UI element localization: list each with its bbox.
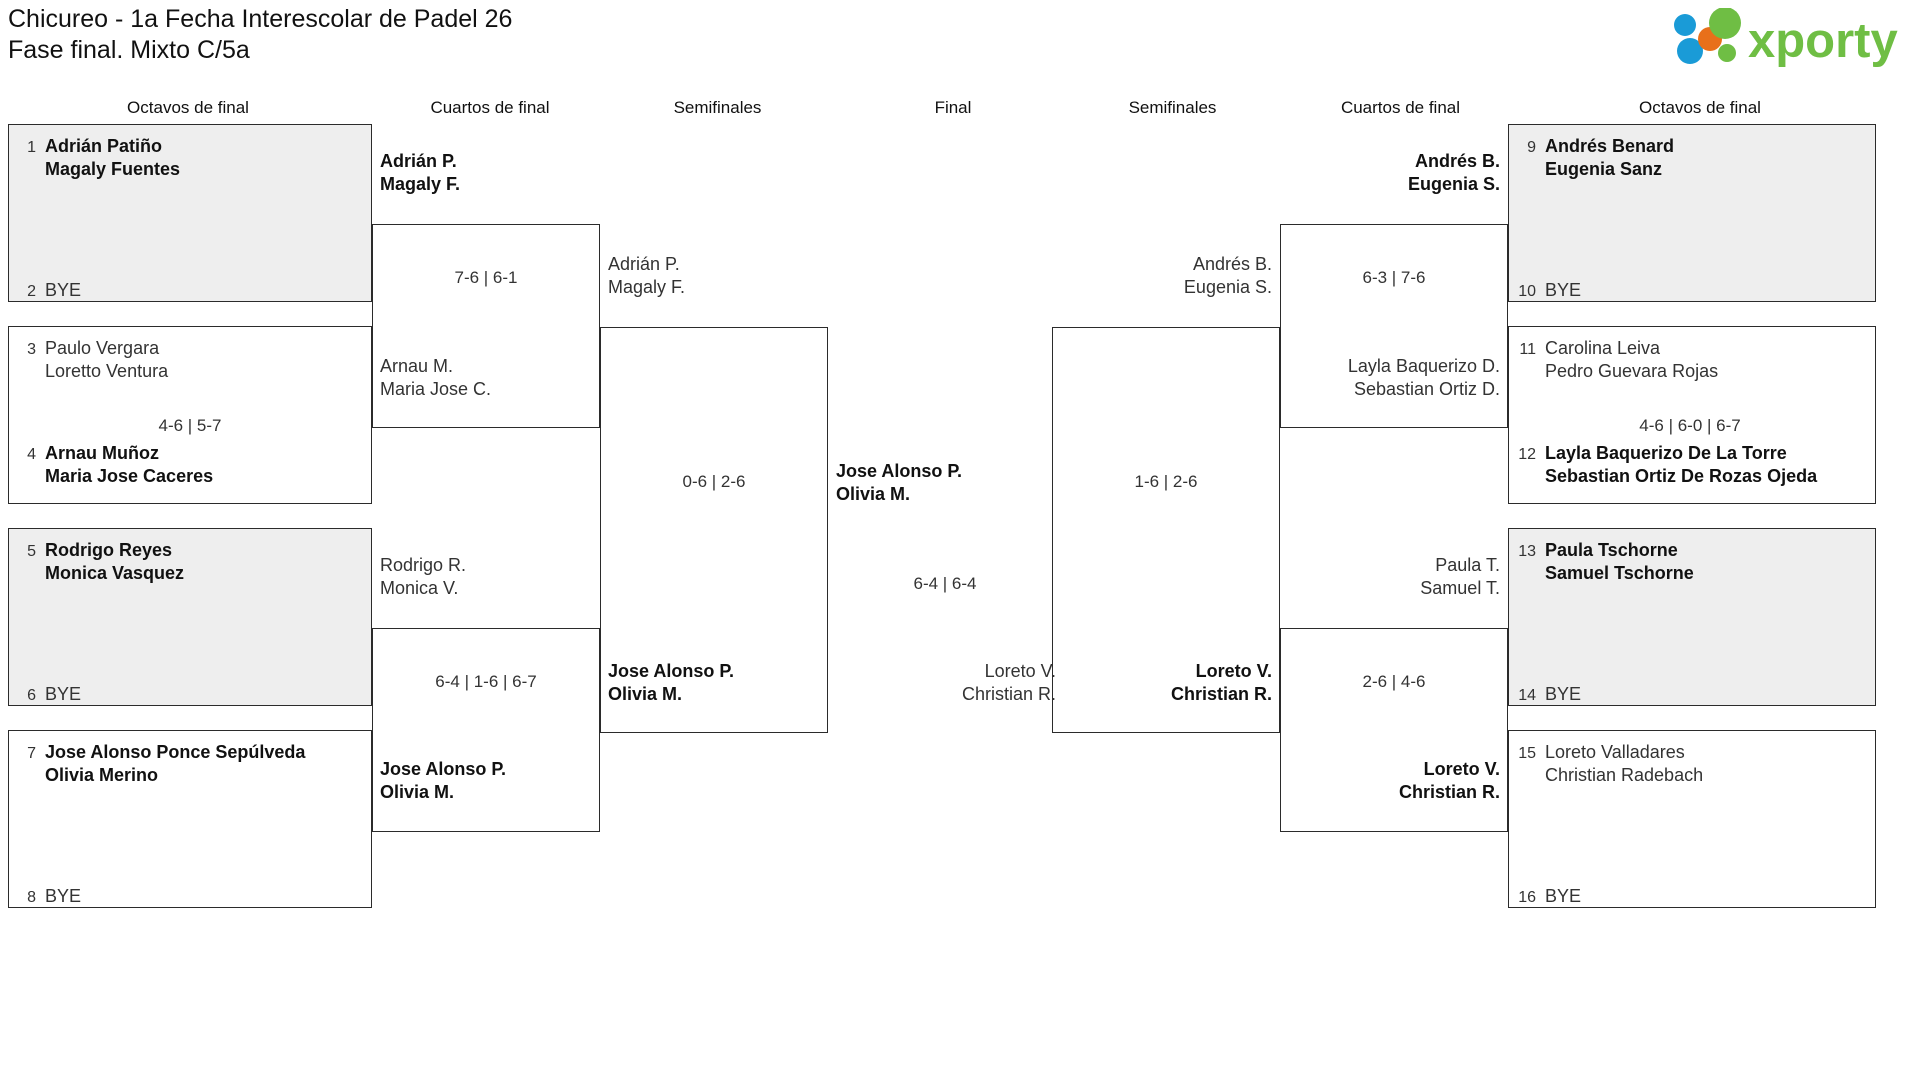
competitor-names: Jose Alonso Ponce Sepúlveda Olivia Merin… [45,742,306,785]
qf-left-team-4[interactable]: Jose Alonso P. Olivia M. [380,759,507,802]
score-right-sf: 1-6 | 2-6 [1134,472,1198,491]
match-box-left-r16-3[interactable] [8,528,372,706]
final-team-1[interactable]: Jose Alonso P. Olivia M. [836,461,963,504]
competitor-names: BYE [1545,280,1582,300]
competitor-right-11[interactable]: 11 Carolina Leiva Pedro Guevara Rojas [1514,337,1870,383]
score-final: 6-4 | 6-4 [913,574,977,593]
competitor-left-4[interactable]: 4 Arnau Muñoz Maria Jose Caceres [14,442,366,488]
seed-number: 4 [27,446,36,463]
final-team-2[interactable]: Loreto V. Christian R. [961,661,1056,704]
competitor-right-16[interactable]: 16 BYE [1514,885,1870,909]
competitor-names: BYE [45,886,82,906]
sf-right-team-1[interactable]: Andrés B. Eugenia S. [1183,254,1272,297]
seed-number: 9 [1527,139,1536,156]
qf-right-team-1[interactable]: Andrés B. Eugenia S. [1407,151,1500,194]
match-box-right-qf-2[interactable] [1280,628,1508,832]
sf-right-team-2[interactable]: Loreto V. Christian R. [1170,661,1272,704]
competitor-left-1[interactable]: 1 Adrián Patiño Magaly Fuentes [14,135,366,181]
qf-right-team-2[interactable]: Layla Baquerizo D. Sebastian Ortiz D. [1347,356,1500,399]
page-header: Chicureo - 1a Fecha Interescolar de Pade… [0,0,1920,92]
sf-left-team-1[interactable]: Adrián P. Magaly F. [608,254,686,297]
qf-left-team-2[interactable]: Arnau M. Maria Jose C. [380,356,492,399]
competitor-left-2[interactable]: 2 BYE [14,279,366,303]
match-box-right-qf-1[interactable] [1280,224,1508,428]
seed-number: 3 [27,341,36,358]
competitor-left-3[interactable]: 3 Paulo Vergara Loretto Ventura [14,337,366,383]
competitor-names: Layla Baquerizo De La Torre Sebastian Or… [1545,443,1818,486]
competitor-names: BYE [45,684,82,704]
score-left-sf: 0-6 | 2-6 [682,472,746,491]
score-right-qf-2: 2-6 | 4-6 [1362,672,1426,691]
competitor-left-8[interactable]: 8 BYE [14,885,366,909]
match-box-right-r16-2[interactable] [1508,326,1876,504]
match-box-right-r16-4[interactable] [1508,730,1876,908]
match-box-left-r16-2[interactable] [8,326,372,504]
xporty-logo: xporty [1672,8,1902,70]
match-box-right-r16-1[interactable] [1508,124,1876,302]
competitor-right-14[interactable]: 14 BYE [1514,683,1870,707]
score-right-qf-1: 6-3 | 7-6 [1362,268,1426,287]
competitor-names: BYE [45,280,82,300]
competitor-right-12[interactable]: 12 Layla Baquerizo De La Torre Sebastian… [1514,442,1870,488]
round-header-left-sf: Semifinales [673,98,762,117]
seed-number: 13 [1518,543,1536,560]
match-box-left-qf-2[interactable] [372,628,600,832]
competitor-names: Arnau Muñoz Maria Jose Caceres [45,443,214,486]
seed-number: 10 [1518,283,1536,300]
competitor-names: Rodrigo Reyes Monica Vasquez [45,540,185,583]
competitor-names: Carolina Leiva Pedro Guevara Rojas [1545,338,1719,381]
round-header-right-r16: Octavos de final [1639,98,1761,117]
match-box-left-r16-4[interactable] [8,730,372,908]
competitor-names: Paula Tschorne Samuel Tschorne [1545,540,1694,583]
match-box-left-qf-1[interactable] [372,224,600,428]
match-box-left-sf[interactable] [600,327,828,733]
qf-left-team-1[interactable]: Adrián P. Magaly F. [380,151,461,194]
seed-number: 8 [27,889,36,906]
seed-number: 6 [27,687,36,704]
seed-number: 7 [27,745,36,762]
score-left-r16-2: 4-6 | 5-7 [158,416,222,435]
competitor-left-5[interactable]: 5 Rodrigo Reyes Monica Vasquez [14,539,366,585]
competitor-right-15[interactable]: 15 Loreto Valladares Christian Radebach [1514,741,1870,787]
sf-left-team-2[interactable]: Jose Alonso P. Olivia M. [608,661,735,704]
seed-number: 15 [1518,745,1536,762]
competitor-names: Paulo Vergara Loretto Ventura [45,338,169,381]
round-header-right-sf: Semifinales [1128,98,1217,117]
qf-right-team-3[interactable]: Paula T. Samuel T. [1420,555,1500,598]
score-left-qf-1: 7-6 | 6-1 [454,268,518,287]
seed-number: 5 [27,543,36,560]
round-header-left-r16: Octavos de final [127,98,249,117]
match-box-right-r16-3[interactable] [1508,528,1876,706]
seed-number: 12 [1518,446,1536,463]
match-box-right-sf[interactable] [1052,327,1280,733]
score-left-qf-2: 6-4 | 1-6 | 6-7 [435,672,537,691]
qf-right-team-4[interactable]: Loreto V. Christian R. [1398,759,1500,802]
competitor-names: Andrés Benard Eugenia Sanz [1545,136,1675,179]
competitor-names: Adrián Patiño Magaly Fuentes [45,136,181,179]
match-box-left-r16-1[interactable] [8,124,372,302]
score-right-r16-2: 4-6 | 6-0 | 6-7 [1639,416,1741,435]
competitor-names: BYE [1545,684,1582,704]
round-header-right-qf: Cuartos de final [1340,98,1461,117]
seed-number: 16 [1518,889,1536,906]
seed-number: 11 [1519,341,1536,358]
competitor-right-9[interactable]: 9 Andrés Benard Eugenia Sanz [1514,135,1870,181]
seed-number: 1 [27,139,36,156]
svg-text:xporty: xporty [1748,14,1898,68]
competitor-left-6[interactable]: 6 BYE [14,683,366,707]
competitor-left-7[interactable]: 7 Jose Alonso Ponce Sepúlveda Olivia Mer… [14,741,366,787]
round-header-left-qf: Cuartos de final [430,98,550,117]
competitor-right-10[interactable]: 10 BYE [1514,279,1870,303]
qf-left-team-3[interactable]: Rodrigo R. Monica V. [380,555,467,598]
competitor-names: BYE [1545,886,1582,906]
seed-number: 14 [1518,687,1536,704]
page-title: Chicureo - 1a Fecha Interescolar de Pade… [8,5,513,64]
competitor-names: Loreto Valladares Christian Radebach [1545,742,1704,785]
round-header-final: Final [934,98,972,117]
seed-number: 2 [27,283,36,300]
competitor-right-13[interactable]: 13 Paula Tschorne Samuel Tschorne [1514,539,1870,585]
